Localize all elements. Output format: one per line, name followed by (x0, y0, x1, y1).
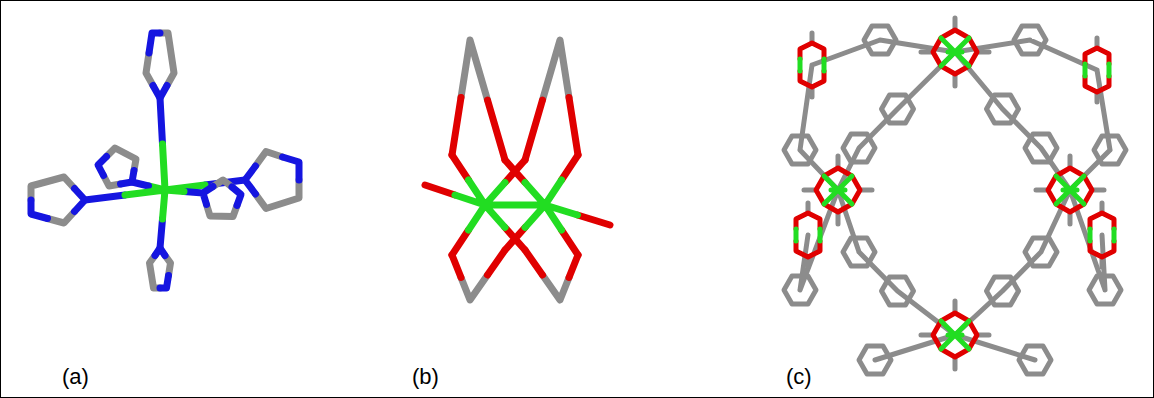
panel-label: (a) (62, 364, 89, 389)
panel-label-holder: (a) (62, 364, 89, 390)
paddlewheel-unit (425, 40, 610, 300)
panel-label-holder: (b) (412, 364, 439, 390)
imidazole-complex (31, 33, 299, 288)
cage-framework (784, 18, 1126, 374)
panel-label: (b) (412, 364, 439, 389)
panel-label-holder: (c) (786, 364, 812, 390)
panel-label: (c) (786, 364, 812, 389)
